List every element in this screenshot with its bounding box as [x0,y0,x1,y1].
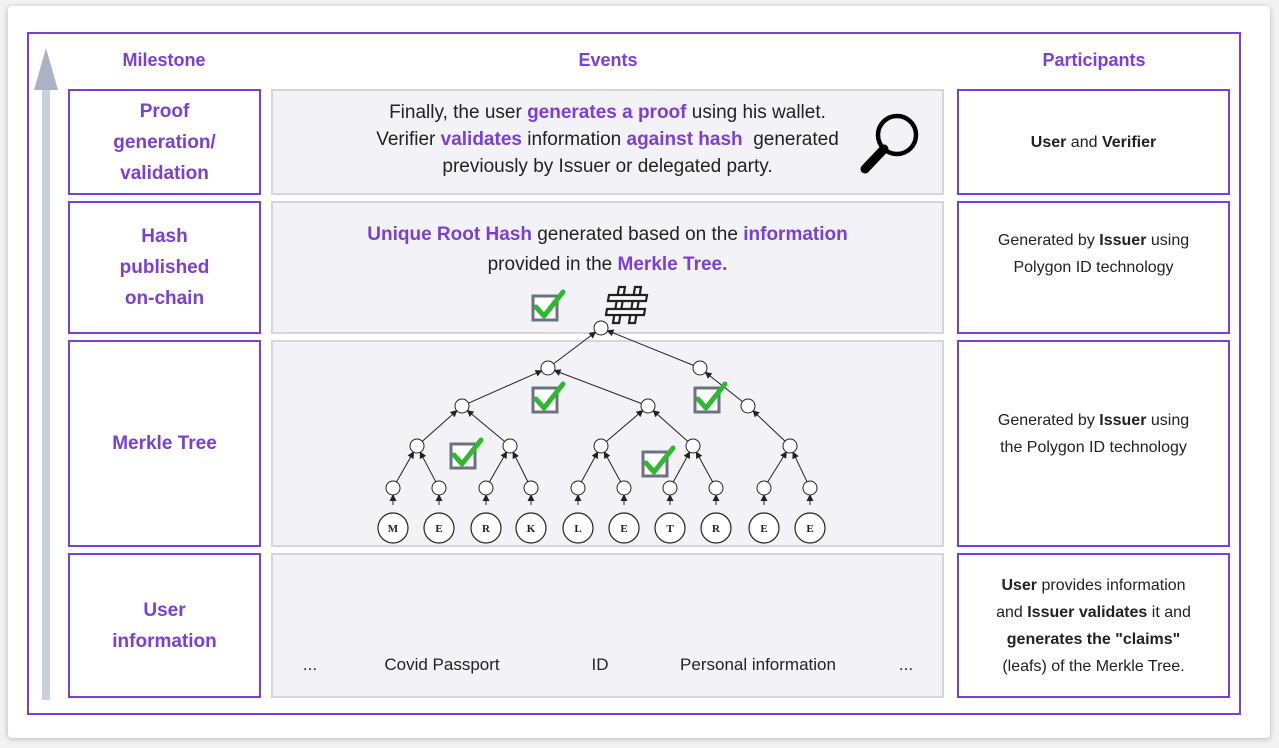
tree-edge [603,451,622,483]
item-label: Personal information [680,655,836,674]
tree-edge [466,409,505,442]
item-label: ID [591,655,609,674]
item-label: Covid Passport [384,655,500,674]
item-label: ... [898,655,914,674]
milestone-line: Hash [141,226,188,247]
item-label: ... [302,655,318,674]
tree-node [662,480,678,496]
tree-leaf-label: T [666,523,674,535]
tree-leaf [700,512,732,544]
milestone-line: published [119,257,210,278]
tree-edge [512,451,529,482]
tree-leaf-label: E [620,523,627,535]
diagram-frame [27,32,1241,715]
tree-edge [672,451,691,483]
checkbox-checked-icon [531,289,566,322]
tree-edge [792,451,808,482]
tree-node [478,480,494,496]
tree-edge [489,451,508,483]
milestone-hash-published: Hash published on-chain [68,201,261,334]
tree-edge [752,410,786,442]
checkbox-checked-icon [693,381,728,414]
tree-node [385,480,401,496]
tree-edge [767,451,787,483]
tree-edge [553,331,597,365]
tree-leaf [794,512,826,544]
checkbox-checked-icon [531,381,566,414]
tree-leaf-label: L [574,523,581,535]
milestone-line: generation/ [113,131,216,153]
tree-leaf-label: E [760,523,767,535]
tree-node [593,438,609,454]
tree-node [502,438,518,454]
tree-edge [396,451,415,483]
tree-edge [652,409,689,442]
milestone-proof-generation: Proof generation/ validation [68,89,261,195]
event-proof-generation: Finally, the user generates a proof usin… [271,89,944,195]
tree-leaf [608,512,640,544]
checkbox-checked-icon [449,437,484,470]
participants-user-information: User provides information and Issuer val… [957,553,1230,698]
tree-edge [606,409,644,442]
tree-leaf-label: M [388,523,399,535]
tree-node [756,480,772,496]
tree-edge [419,451,437,483]
milestone-line: validation [120,162,209,184]
tree-leaf [515,512,547,544]
timeline-arrow-icon [34,48,58,700]
milestone-user-information: User information [68,553,261,698]
header-events: Events [578,50,638,70]
hash-icon [605,285,649,325]
milestone-line: on-chain [124,288,205,309]
checkbox-checked-icon [641,445,676,478]
event-user-information [271,553,944,698]
tree-edge [421,409,458,442]
milestone-line: Merkle Tree [112,433,217,454]
tree-edge [606,329,694,366]
tree-leaf [377,512,409,544]
tree-node [640,398,656,414]
magnifier-icon [860,113,919,174]
tree-leaf [654,512,686,544]
event-text: Unique Root Hash generated based on the … [367,224,848,275]
tree-edge [580,451,599,483]
tree-node [692,360,708,376]
tree-leaf-label: K [527,523,536,535]
tree-leaf-label: R [712,523,721,535]
header-participants: Participants [1042,50,1146,70]
tree-edge [468,370,543,404]
tree-node [802,480,818,496]
participants-merkle-tree: Generated by Issuer using the Polygon ID… [957,340,1230,547]
tree-node [593,320,609,336]
tree-node [570,480,586,496]
tree-node [431,480,447,496]
tree-node [782,438,798,454]
tree-node [740,398,756,414]
header-milestone: Milestone [122,50,206,70]
tree-node [523,480,539,496]
tree-edge [553,369,642,404]
participants-proof-generation: User and Verifier [957,89,1230,195]
milestone-merkle-tree: Merkle Tree [68,340,261,547]
tree-node [685,438,701,454]
tree-edge [695,451,714,483]
event-text: Finally, the user generates a proof usin… [376,102,839,177]
tree-node [616,480,632,496]
tree-leaf [470,512,502,544]
tree-leaf-label: E [435,523,442,535]
tree-node [454,398,470,414]
milestone-line: information [112,630,217,652]
participants-hash-published: Generated by Issuer using Polygon ID tec… [957,201,1230,334]
tree-leaf-label: E [806,523,813,535]
tree-node [708,480,724,496]
tree-node [409,438,425,454]
tree-node [540,360,556,376]
milestone-line: Proof [139,100,190,122]
tree-leaf [748,512,780,544]
tree-leaf-label: R [482,523,491,535]
milestone-line: User [143,599,186,621]
tree-leaf [423,512,455,544]
tree-leaf [562,512,594,544]
